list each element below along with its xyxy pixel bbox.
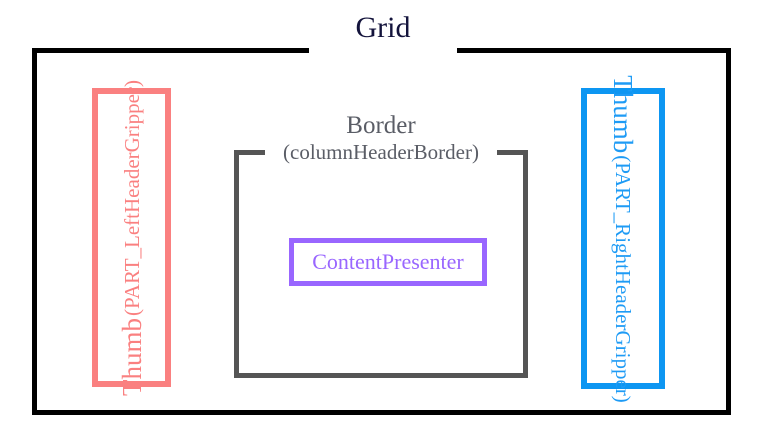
content-presenter-label: ContentPresenter [312,249,464,274]
grid-top-border-gap [309,42,457,60]
left-thumb-box[interactable]: Thumb (PART_LeftHeaderGripper) [92,80,171,396]
right-thumb-box[interactable]: Thumb (PART_RightHeaderGripper) [581,75,665,403]
content-presenter-box: ContentPresenter [289,238,487,286]
border-label-group: Border (columnHeaderBorder) [231,112,531,165]
left-thumb-label-container: Thumb (PART_LeftHeaderGripper) [98,80,165,396]
border-name-label: Border [346,112,416,139]
grid-title-label: Grid [355,11,411,44]
left-thumb-name: Thumb [116,317,147,396]
border-part-name-label: (columnHeaderBorder) [283,140,479,164]
right-thumb-label-container: Thumb (PART_RightHeaderGripper) [587,75,659,403]
right-thumb-vertical-text: Thumb (PART_RightHeaderGripper) [608,75,638,403]
left-thumb-part-name: (PART_LeftHeaderGripper) [119,79,144,316]
left-thumb-vertical-text: Thumb (PART_LeftHeaderGripper) [117,80,147,396]
right-thumb-part-name: (PART_RightHeaderGripper) [611,154,635,403]
right-thumb-name: Thumb [608,74,638,153]
border-top-border-gap [265,144,497,162]
